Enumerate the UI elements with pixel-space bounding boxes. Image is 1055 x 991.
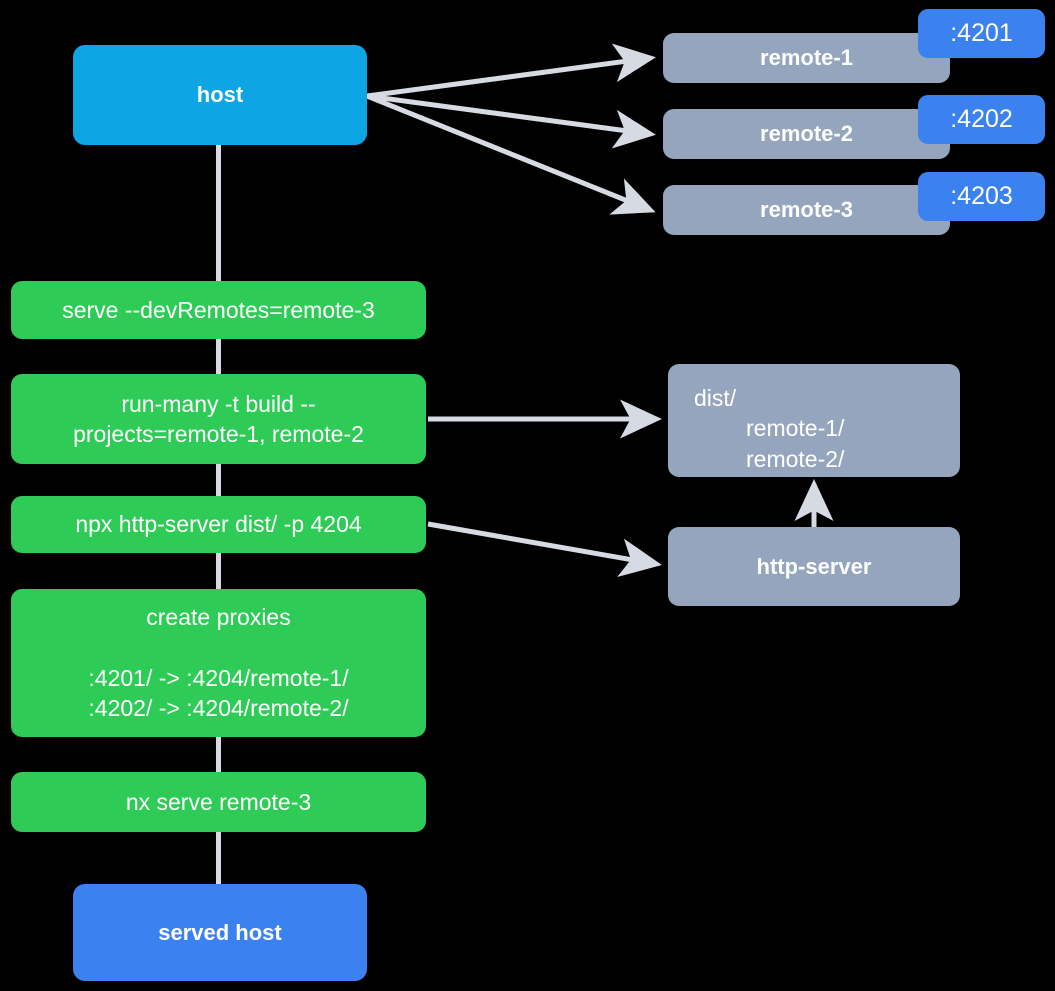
- connector-npx-to-proxies: [216, 551, 221, 589]
- command-npx-http-server-label: npx http-server dist/ -p 4204: [75, 511, 362, 538]
- connector-proxies-to-nxserve: [216, 736, 221, 772]
- edge-npx-to-http-server: [427, 521, 662, 577]
- command-run-many-line-1: run-many -t build --: [121, 390, 316, 417]
- node-remote-3-label: remote-3: [760, 197, 853, 223]
- node-command-serve-devremotes[interactable]: serve --devRemotes=remote-3: [11, 281, 426, 339]
- node-remote-2-label: remote-2: [760, 121, 853, 147]
- edge-host-to-remote-3: [366, 93, 656, 215]
- connector-serve-to-runmany: [216, 338, 221, 374]
- command-create-proxies-mapping-2: :4202/ -> :4204/remote-2/: [88, 695, 349, 722]
- edge-host-to-remote-2: [366, 93, 656, 149]
- connector-nxserve-to-servedhost: [216, 831, 221, 885]
- node-command-run-many[interactable]: run-many -t build -- projects=remote-1, …: [11, 374, 426, 464]
- node-remote-1-label: remote-1: [760, 45, 853, 71]
- edge-host-to-remote-1: [366, 43, 656, 99]
- command-create-proxies-title: create proxies: [146, 604, 291, 631]
- dist-child-remote-2-label: remote-2/: [746, 445, 845, 472]
- node-command-nx-serve-remote-3[interactable]: nx serve remote-3: [11, 772, 426, 832]
- command-nx-serve-remote-3-label: nx serve remote-3: [125, 788, 312, 815]
- badge-remote-3-port: :4203: [918, 172, 1045, 221]
- node-remote-2[interactable]: remote-2: [663, 109, 950, 159]
- badge-remote-3-port-label: :4203: [950, 182, 1013, 210]
- connector-host-to-serve: [216, 145, 221, 285]
- node-dist-folder[interactable]: dist/ remote-1/ remote-2/: [668, 364, 960, 477]
- node-http-server-label: http-server: [756, 553, 872, 579]
- node-command-npx-http-server[interactable]: npx http-server dist/ -p 4204: [11, 496, 426, 553]
- node-served-host-label: served host: [158, 919, 282, 945]
- command-serve-devremotes-label: serve --devRemotes=remote-3: [62, 296, 375, 323]
- node-command-create-proxies[interactable]: create proxies :4201/ -> :4204/remote-1/…: [11, 589, 426, 737]
- badge-remote-2-port: :4202: [918, 95, 1045, 144]
- badge-remote-1-port: :4201: [918, 9, 1045, 58]
- badge-remote-2-port-label: :4202: [950, 105, 1013, 133]
- node-remote-3[interactable]: remote-3: [663, 185, 950, 235]
- dist-root-label: dist/: [694, 384, 737, 411]
- dist-child-remote-1-label: remote-1/: [746, 415, 845, 442]
- connector-runmany-to-npx: [216, 463, 221, 498]
- node-host[interactable]: host: [73, 45, 367, 145]
- node-remote-1[interactable]: remote-1: [663, 33, 950, 83]
- command-create-proxies-mapping-1: :4201/ -> :4204/remote-1/: [88, 664, 349, 691]
- node-host-label: host: [196, 82, 244, 108]
- node-http-server[interactable]: http-server: [668, 527, 960, 606]
- node-served-host[interactable]: served host: [73, 884, 367, 981]
- command-run-many-line-2: projects=remote-1, remote-2: [73, 421, 364, 447]
- badge-remote-1-port-label: :4201: [950, 19, 1013, 47]
